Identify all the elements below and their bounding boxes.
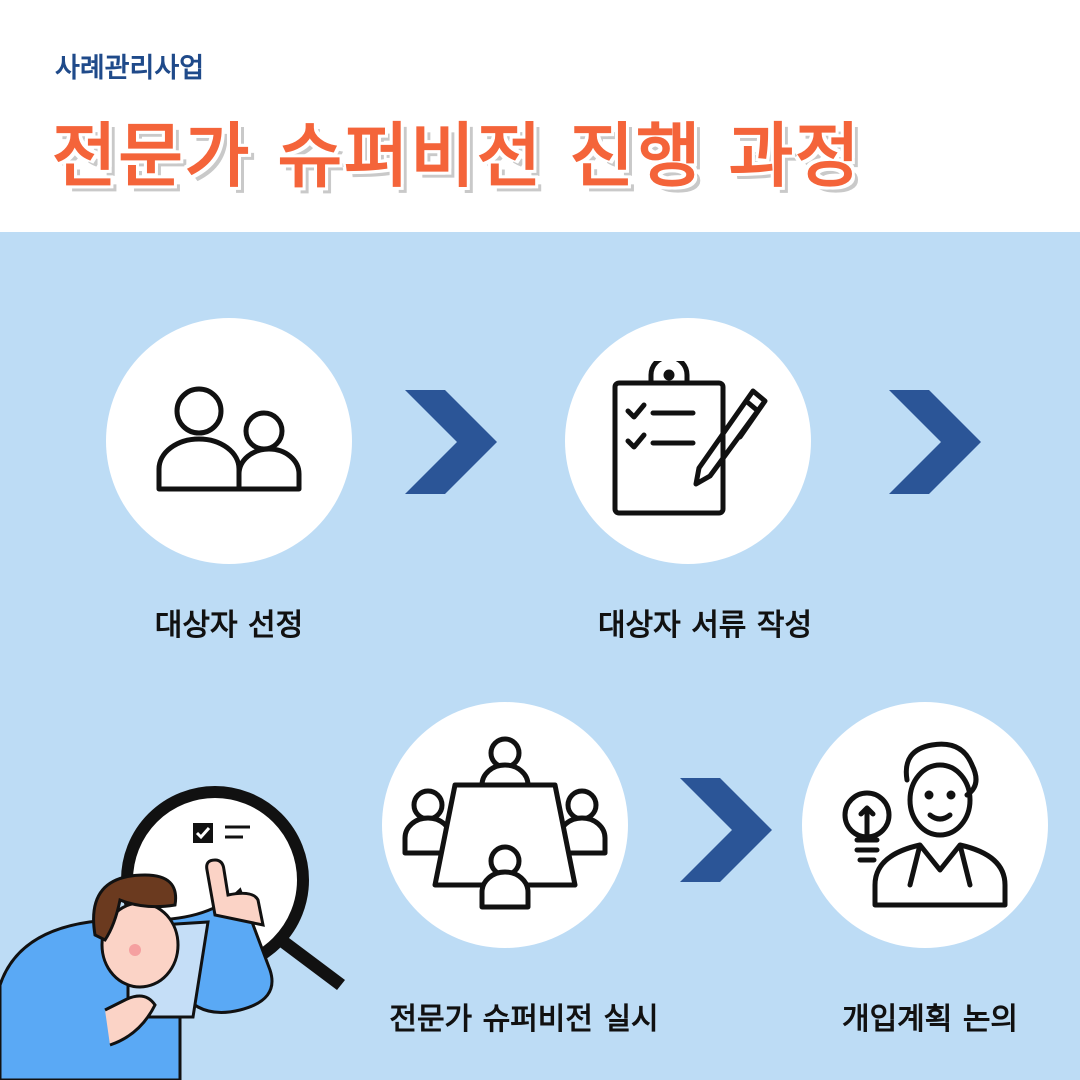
arrow-right-icon (405, 390, 497, 494)
page-title: 전문가 슈퍼비전 진행 과정 (52, 115, 862, 197)
meeting-table-icon (402, 736, 608, 910)
subtitle: 사례관리사업 (55, 53, 205, 84)
step-3-label: 전문가 슈퍼비전 실시 (389, 1002, 659, 1037)
step-4-label: 개입계획 논의 (841, 1002, 1019, 1037)
step-1-circle (106, 318, 352, 564)
arrow-right-icon (889, 390, 981, 494)
character-magnifier-illustration (0, 786, 345, 1080)
people-icon (156, 386, 302, 492)
clipboard-checklist-icon (612, 361, 768, 516)
step-3-circle (382, 702, 628, 948)
header: 사례관리사업 전문가 슈퍼비전 진행 과정 (0, 0, 1080, 232)
step-1-label: 대상자 선정 (154, 608, 304, 643)
arrow-right-icon (680, 778, 772, 882)
step-4-circle (802, 702, 1048, 948)
step-2-circle (565, 318, 811, 564)
idea-person-icon (842, 741, 1008, 908)
step-2-label: 대상자 서류 작성 (597, 608, 813, 643)
